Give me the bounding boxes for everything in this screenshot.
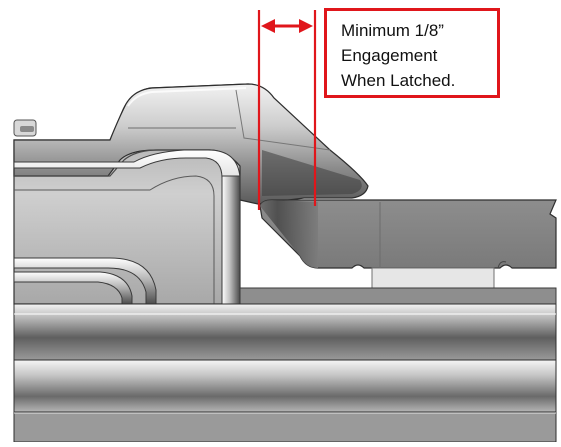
callout-line-3: When Latched. — [341, 71, 456, 90]
callout-line-1: Minimum 1/8” — [341, 21, 444, 40]
strike-plate — [259, 199, 557, 269]
double-headed-arrow-icon — [261, 19, 313, 33]
engagement-callout: Minimum 1/8” Engagement When Latched. — [324, 8, 500, 98]
vertical-tube — [13, 149, 241, 305]
engagement-dimension — [257, 10, 317, 210]
mounting-boss — [13, 119, 37, 137]
callout-line-2: Engagement — [341, 46, 438, 65]
latch-housing — [13, 83, 369, 305]
base-rails — [13, 287, 557, 443]
